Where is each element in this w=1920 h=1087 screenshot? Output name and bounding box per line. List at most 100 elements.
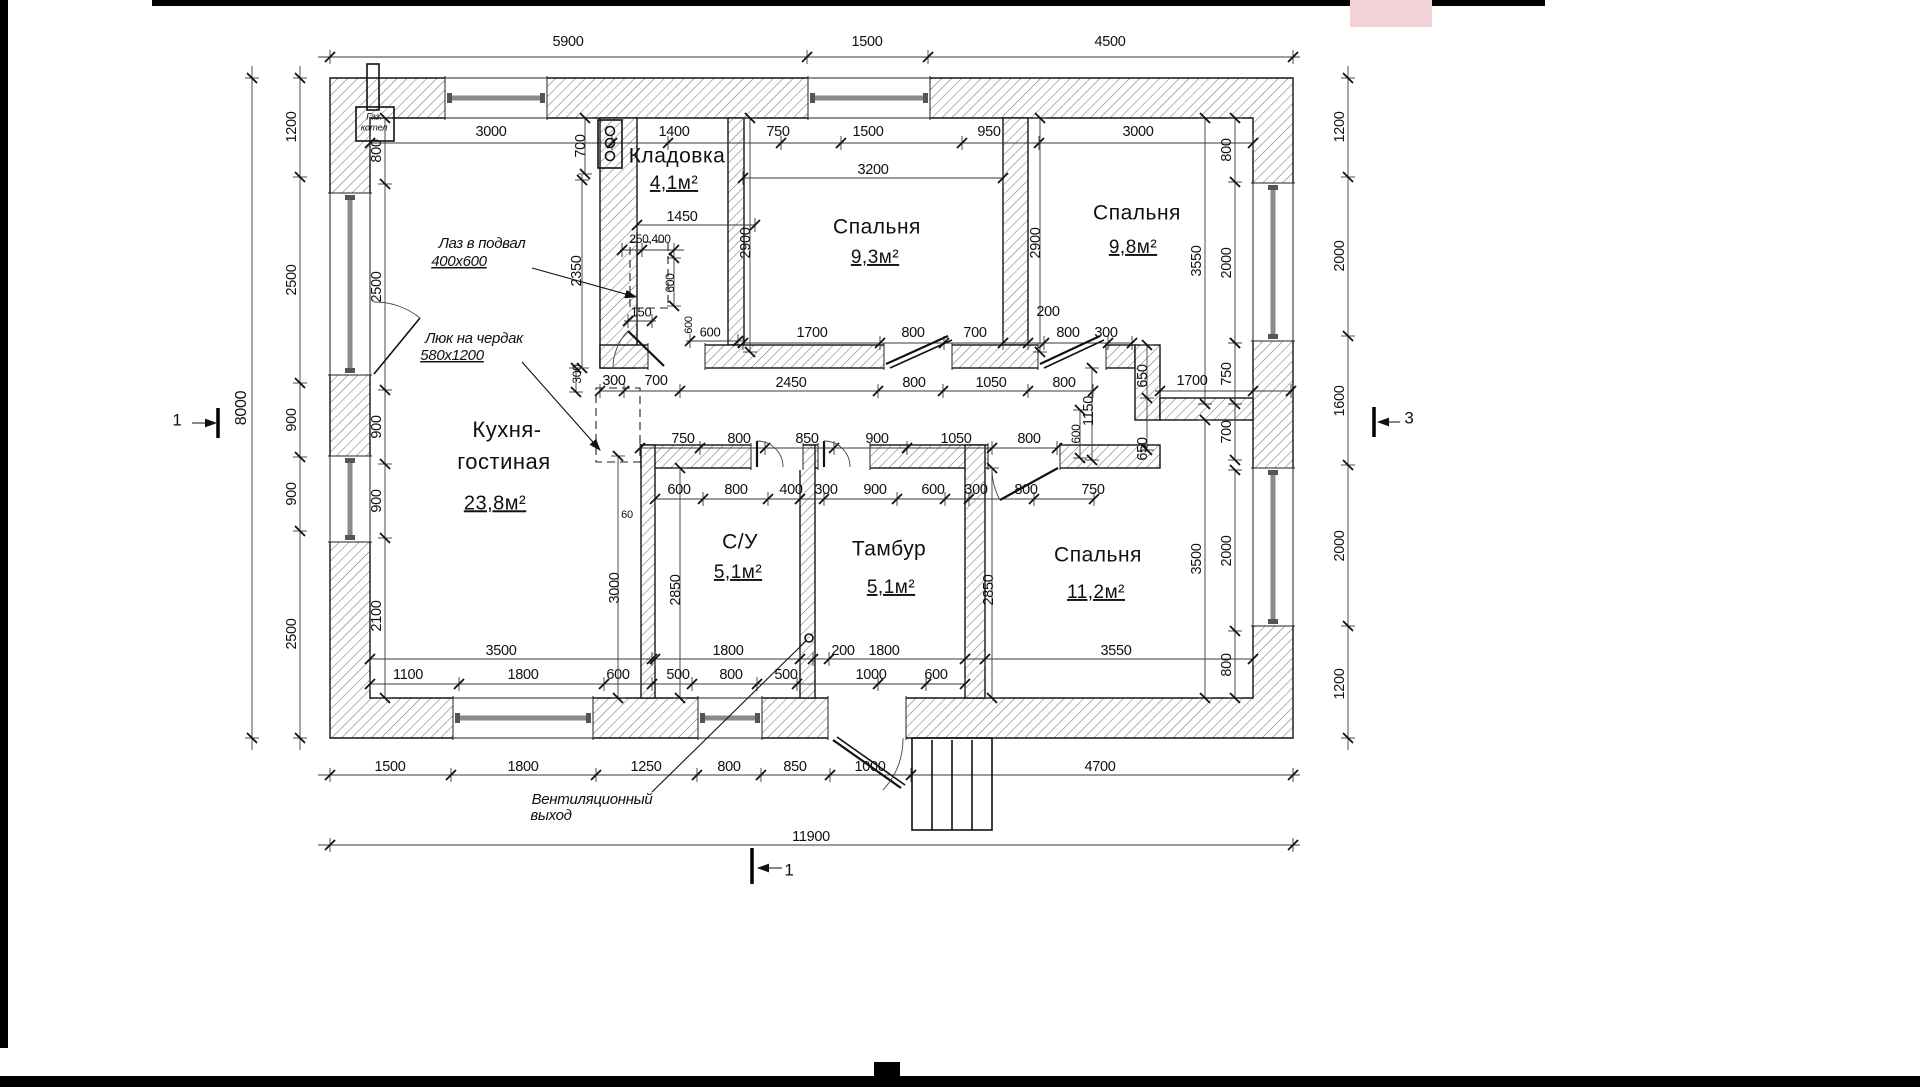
dim-tick: [1051, 442, 1063, 454]
dim_rooms_top-label: 750: [1081, 482, 1105, 498]
dim-tick: [1229, 398, 1241, 410]
window-casement-arc: [373, 301, 421, 319]
dim-tick: [979, 653, 991, 665]
dim-tick: [1034, 112, 1046, 124]
dim-tick: [445, 769, 457, 781]
dim-tick: [1342, 732, 1354, 744]
dim_bottom-label: 11900: [792, 829, 830, 845]
dim-tick: [1028, 493, 1040, 505]
dim_rooms_top-label: 400: [779, 482, 803, 498]
dim_storage-label: 600: [683, 316, 695, 334]
dim-tick: [1229, 692, 1241, 704]
scan-artifact-bottom: [0, 1076, 1920, 1087]
rooms-label: Кладовка: [629, 145, 726, 168]
dim-tick: [922, 51, 934, 63]
dim_left-label: 900: [284, 482, 300, 506]
dim-tick: [691, 769, 703, 781]
marks-label: 1: [172, 410, 181, 429]
dim-tick: [636, 244, 648, 256]
vent-shaft: [597, 119, 623, 169]
dim_hall_mid-label: 1050: [975, 375, 1006, 391]
dim-tick: [622, 315, 634, 327]
dim-tick: [1287, 769, 1299, 781]
dim_rooms_bottom-label: 1800: [712, 643, 743, 659]
rooms-label: 5,1м²: [714, 562, 762, 583]
dim_rooms_bottom-label: 1800: [507, 667, 538, 683]
dim_storage-label: 600: [663, 273, 677, 293]
dim-tick: [759, 442, 771, 454]
rooms-label: 4,1м²: [650, 173, 698, 194]
annotations-label: Люк на чердак: [424, 330, 524, 347]
entrance-door-arc: [882, 737, 904, 791]
dim-tick: [1102, 337, 1114, 349]
dim-tick: [937, 385, 949, 397]
dim_hall_mid-label: 600: [1069, 424, 1083, 444]
dim-tick: [744, 346, 756, 358]
rooms-label: 11,2м²: [1067, 582, 1125, 603]
rooms-label: Тамбур: [852, 538, 926, 561]
dim-tick: [959, 653, 971, 665]
dim_bottom-label: 1500: [374, 759, 405, 775]
dim-tick: [963, 493, 975, 505]
dim_storage-label: 2350: [569, 255, 585, 286]
dim-tick: [1141, 444, 1153, 456]
leaders-layer: [192, 267, 1400, 873]
dim-tick: [686, 678, 698, 690]
dim-tick: [1141, 339, 1153, 351]
dim_left-label: 800: [369, 139, 385, 163]
gas-boiler: [355, 106, 395, 142]
dim-tick: [364, 653, 376, 665]
window-post: [447, 93, 452, 103]
dim_bottom-label: 1000: [854, 759, 885, 775]
dim_hall_mid-label: 650: [1135, 364, 1151, 388]
dim_hall_lower-label: 850: [795, 431, 819, 447]
dim_left-label: 2500: [284, 618, 300, 649]
dim-tick: [246, 732, 258, 744]
dim_row_upper-label: 1400: [658, 124, 689, 140]
dim_hall_mid-label: 1700: [1176, 373, 1207, 389]
dim-tick: [579, 168, 591, 180]
window-post: [455, 713, 460, 723]
dim-tick: [294, 377, 306, 389]
dim_storage-label: 600: [700, 324, 721, 339]
dim_row_upper-label: 3000: [475, 124, 506, 140]
bedroom112-door-leaf: [999, 467, 1059, 501]
dim_top-label: 4500: [1094, 34, 1125, 50]
dim_hall_lower-label: 800: [1017, 431, 1041, 447]
interior-wall: [1002, 117, 1029, 346]
dim-tick: [674, 692, 686, 704]
dim-tick: [612, 450, 624, 462]
dim-tick: [807, 653, 819, 665]
dim_right-label: 750: [1219, 362, 1235, 386]
dim_hall_mid-label: 300: [570, 364, 584, 384]
dim-tick: [1141, 392, 1153, 404]
dim-tick: [649, 653, 661, 665]
dim-tick: [324, 769, 336, 781]
door-opening: [818, 443, 870, 470]
dim_right-label: 1600: [1332, 385, 1348, 416]
rooms-label: Кухня-: [472, 417, 541, 442]
dim_storage-label: 1450: [666, 209, 697, 225]
dim-tick: [674, 462, 686, 474]
window-post: [540, 93, 545, 103]
dim-tick: [631, 219, 643, 231]
annotations-label: выход: [530, 807, 571, 824]
dim_rooms_bottom-label: 500: [774, 667, 798, 683]
dim_hall_mid-label: 700: [644, 373, 668, 389]
dim-tick: [1247, 385, 1259, 397]
walls-layer: [329, 77, 1294, 739]
dim-tick: [1088, 493, 1100, 505]
bedroom112-door-arc: [991, 467, 1001, 501]
dim-tick: [1154, 385, 1166, 397]
scan-artifact-notch: [874, 1062, 900, 1082]
dim-tick: [1022, 385, 1034, 397]
dim-tick: [801, 51, 813, 63]
dim-tick: [744, 112, 756, 124]
dim_hall_upper-label: 300: [1094, 325, 1118, 341]
dim-tick: [1038, 337, 1050, 349]
vestibule-door-arc: [823, 440, 851, 468]
dim_right-label: 1200: [1332, 111, 1348, 142]
dim-tick: [379, 532, 391, 544]
entrance-stairs: [911, 737, 993, 831]
